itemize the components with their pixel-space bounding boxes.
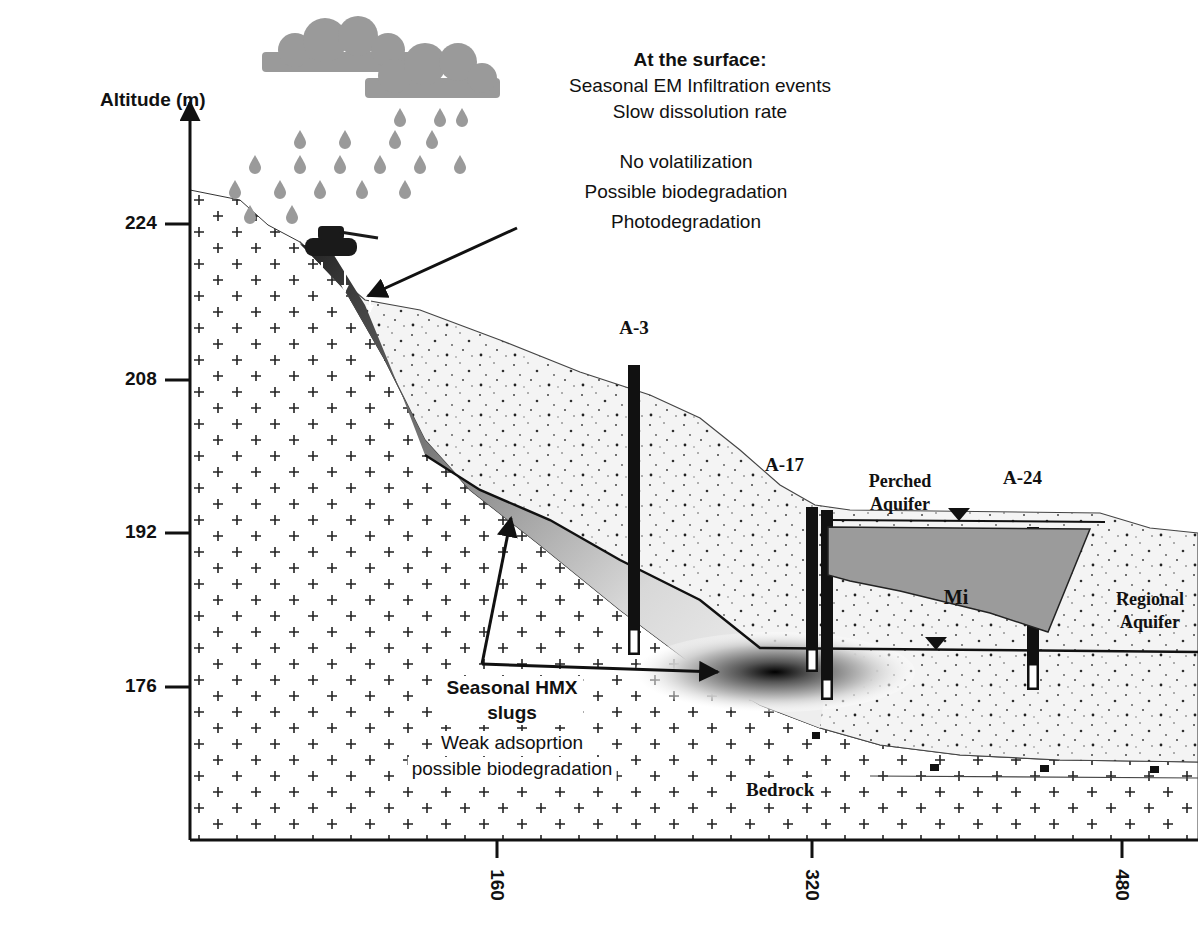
tank — [305, 226, 378, 256]
raindrop — [244, 205, 256, 224]
leader-arrow — [482, 518, 511, 664]
raindrop — [426, 130, 438, 149]
tick-label: 224 — [125, 211, 157, 236]
tick-label: 320 — [800, 869, 825, 901]
raindrop — [286, 205, 298, 224]
raindrop — [334, 155, 346, 174]
clouds — [262, 16, 500, 98]
note: Seasonal EM Infiltration events — [569, 74, 831, 99]
leader-arrow — [482, 664, 718, 672]
lens-shape — [826, 525, 1092, 635]
note: No volatilization — [619, 150, 752, 175]
axes — [165, 102, 1198, 858]
rock-label: Bedrock — [742, 778, 818, 803]
raindrop — [314, 180, 326, 199]
aquifer-label: Regional Aquifer — [1104, 588, 1196, 633]
note: Photodegradation — [611, 210, 761, 235]
raindrop — [274, 180, 286, 199]
raindrop — [229, 180, 241, 199]
note: Possible biodegradation — [585, 180, 788, 205]
raindrop — [389, 130, 401, 149]
note-heading: At the surface: — [633, 48, 766, 73]
raindrop — [249, 155, 261, 174]
tick-label: 176 — [125, 674, 157, 699]
note: possible biodegradation — [408, 757, 617, 782]
perched-line — [830, 520, 1105, 522]
leader-arrow — [368, 228, 517, 296]
perched-symbol — [948, 508, 970, 521]
well-label: A-24 — [1003, 466, 1042, 491]
sediment — [300, 242, 1198, 762]
raindrop — [339, 130, 351, 149]
bedrock — [190, 190, 1198, 840]
tick-label: 480 — [1110, 869, 1135, 901]
aquifer-label: Perched Aquifer — [853, 470, 948, 515]
infiltration-arrows — [322, 262, 370, 312]
note: Weak adsoprtion — [437, 731, 587, 756]
lens-outline — [828, 527, 1090, 632]
layer-line — [870, 776, 1198, 778]
raindrop — [456, 108, 468, 127]
raindrop — [356, 180, 368, 199]
raindrop — [454, 155, 466, 174]
axis-title: Altitude (m) — [100, 88, 206, 113]
tick-label: 208 — [125, 367, 157, 392]
raindrop — [374, 155, 386, 174]
raindrop — [399, 180, 411, 199]
raindrop — [434, 108, 446, 127]
gravel — [812, 732, 1159, 773]
aquifer-lens: Mi — [826, 525, 1092, 635]
unit-label: Mi — [944, 586, 968, 609]
water-table-symbol — [925, 637, 947, 650]
raindrop — [414, 155, 426, 174]
well-label: A-17 — [765, 453, 804, 478]
tick-label: 192 — [125, 520, 157, 545]
raindrop — [294, 155, 306, 174]
rain — [229, 108, 468, 224]
tick-label: 160 — [485, 869, 510, 901]
note: Slow dissolution rate — [613, 100, 787, 125]
raindrop — [394, 108, 406, 127]
well-label: A-3 — [619, 316, 649, 341]
raindrop — [294, 130, 306, 149]
slug-label: Seasonal HMX slugs — [441, 676, 584, 725]
